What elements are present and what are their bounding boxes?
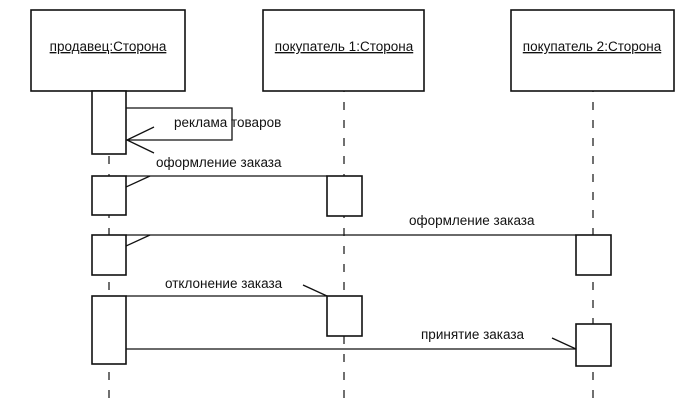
message-order-1-label: оформление заказа <box>156 155 282 170</box>
activation-buyer-2-b <box>575 323 612 367</box>
activation-buyer-1-a <box>326 175 363 217</box>
activation-seller-3 <box>91 234 127 276</box>
object-buyer-2: покупатель 2:Сторона <box>510 9 675 92</box>
message-reject-order: отклонение заказа <box>126 276 328 297</box>
message-order-2-label: оформление заказа <box>409 213 535 228</box>
message-accept-label: принятие заказа <box>421 327 525 342</box>
message-reject-label: отклонение заказа <box>165 276 283 291</box>
object-seller-label: продавец:Сторона <box>50 39 167 54</box>
object-buyer-2-label: покупатель 2:Сторона <box>523 39 662 54</box>
activation-seller-2 <box>91 175 127 216</box>
message-order-buyer-1: оформление заказа <box>125 155 327 188</box>
activation-buyer-1-b <box>326 295 363 337</box>
activation-buyer-2-a <box>575 234 612 276</box>
message-advertising-label: реклама товаров <box>174 115 281 130</box>
activation-seller-1 <box>91 90 127 155</box>
message-accept-order: принятие заказа <box>126 327 577 350</box>
object-buyer-1-label: покупатель 1:Сторона <box>275 39 414 54</box>
message-order-buyer-2: оформление заказа <box>125 213 576 247</box>
activation-seller-4 <box>91 295 127 365</box>
object-buyer-1: покупатель 1:Сторона <box>262 9 425 92</box>
object-seller: продавец:Сторона <box>30 9 186 92</box>
message-self-advertising: реклама товаров <box>125 107 281 154</box>
